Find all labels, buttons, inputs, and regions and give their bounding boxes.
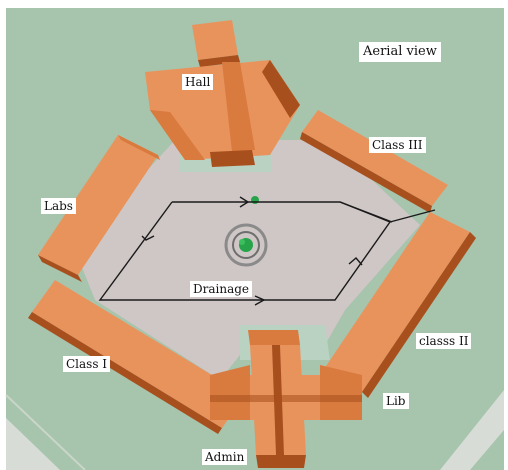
class1-label: Class I [63, 356, 111, 372]
labs-label: Labs [41, 198, 76, 214]
title-label: Aerial view [359, 42, 441, 62]
building-class2 [322, 212, 476, 398]
class2-label: classs II [416, 333, 472, 349]
path-bottom-left [6, 418, 60, 470]
building-class3 [300, 110, 448, 213]
path-bottom-right [440, 390, 504, 470]
class3-label: Class III [369, 137, 426, 153]
drainage-label: Drainage [190, 281, 253, 297]
hall-label: Hall [182, 74, 214, 90]
small-tree [251, 196, 259, 204]
courtyard [75, 140, 420, 380]
building-class1 [28, 280, 245, 434]
admin-label: Admin [202, 449, 248, 465]
drainage-flow [98, 196, 436, 306]
lib-label: Lib [383, 393, 409, 409]
building-labs [38, 135, 160, 282]
central-tree [224, 223, 268, 267]
building-admin [210, 330, 362, 468]
path-edge [5, 394, 86, 470]
